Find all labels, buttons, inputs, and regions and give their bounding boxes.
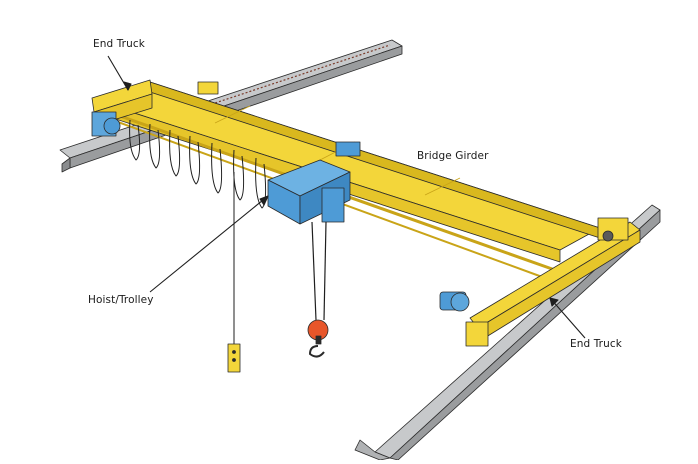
festoon-cables <box>129 119 267 209</box>
label-bridge-girder: Bridge Girder <box>417 150 489 162</box>
right-end-truck <box>465 217 641 347</box>
leader-lines <box>107 55 586 339</box>
pendant-control <box>227 172 241 373</box>
label-end-truck-left: End Truck <box>93 38 145 50</box>
hoist-trolley <box>267 141 361 225</box>
label-end-truck-right: End Truck <box>570 338 622 350</box>
hook-assembly <box>307 221 329 358</box>
left-end-truck <box>91 79 219 137</box>
end-truck-motor-icon <box>439 291 470 312</box>
label-hoist-trolley: Hoist/Trolley <box>88 294 154 306</box>
